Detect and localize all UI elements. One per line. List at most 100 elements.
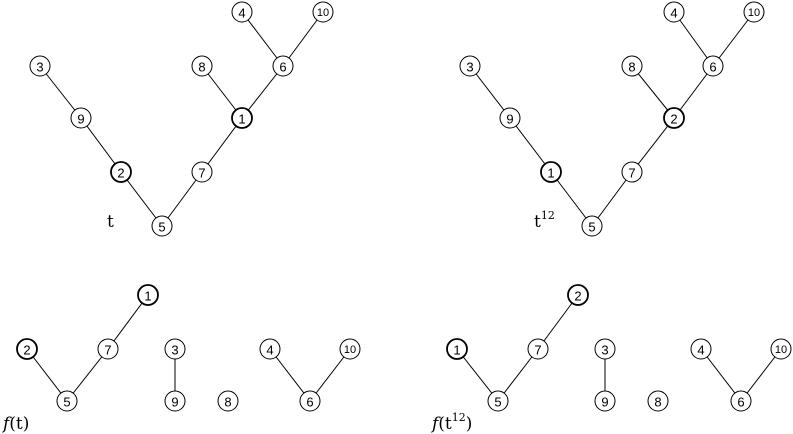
node-label: 6 xyxy=(279,60,286,75)
node-label: 4 xyxy=(238,6,245,21)
node-circle xyxy=(527,338,549,360)
node-circle xyxy=(70,107,92,129)
node-circle xyxy=(663,107,685,129)
edge-t12-6-4 xyxy=(673,11,714,67)
edge-t12-5-7 xyxy=(591,171,633,227)
edge-t12-1-5 xyxy=(550,171,593,227)
node-label: 8 xyxy=(654,395,661,410)
node-ft12-8: 8 xyxy=(647,390,669,412)
node-t-3: 3 xyxy=(29,55,51,77)
node-label: 5 xyxy=(158,220,165,235)
node-circle xyxy=(594,338,616,360)
node-ft-4: 4 xyxy=(259,338,281,360)
node-label: 2 xyxy=(23,343,30,358)
node-ft12-9: 9 xyxy=(594,390,616,412)
node-ft-7: 7 xyxy=(97,338,119,360)
node-label: 1 xyxy=(238,112,245,127)
node-label: 4 xyxy=(697,343,704,358)
node-circle xyxy=(312,1,334,23)
node-label: 10 xyxy=(748,7,760,19)
node-label: 7 xyxy=(628,166,635,181)
edge-t-1-8 xyxy=(201,65,243,119)
node-label: 3 xyxy=(36,60,43,75)
node-t12-5: 5 xyxy=(581,215,603,237)
node-label: 9 xyxy=(77,112,84,127)
node-label: 5 xyxy=(63,395,70,410)
node-ft-6: 6 xyxy=(299,390,321,412)
node-t-5: 5 xyxy=(151,215,173,237)
node-ft12-7: 7 xyxy=(527,338,549,360)
node-circle xyxy=(56,390,78,412)
node-ft-5: 5 xyxy=(56,390,78,412)
node-ft12-1: 1 xyxy=(446,338,468,360)
caption-f-t12: f(t12) xyxy=(430,411,472,434)
node-t12-6: 6 xyxy=(702,55,724,77)
node-circle xyxy=(487,390,509,412)
edge-ft-6-10 xyxy=(309,348,351,402)
node-circle xyxy=(581,215,603,237)
node-label: 6 xyxy=(737,395,744,410)
node-t12-4: 4 xyxy=(663,1,685,23)
node-circle xyxy=(567,284,589,306)
node-circle xyxy=(621,55,643,77)
node-label: 4 xyxy=(266,343,273,358)
node-circle xyxy=(730,390,752,412)
caption-t: t xyxy=(107,212,114,232)
node-circle xyxy=(702,55,724,77)
node-circle xyxy=(663,1,685,23)
node-ft12-6: 6 xyxy=(730,390,752,412)
node-ft-2: 2 xyxy=(16,338,38,360)
node-circle xyxy=(299,390,321,412)
edge-t12-9-1 xyxy=(509,117,552,173)
node-label: 2 xyxy=(670,112,677,127)
node-circle xyxy=(151,215,173,237)
edge-ft-2-5 xyxy=(26,348,68,402)
edge-ft-4-6 xyxy=(269,348,311,402)
node-label: 8 xyxy=(628,60,635,75)
node-t12-8: 8 xyxy=(621,55,643,77)
edge-t12-2-8 xyxy=(631,65,675,119)
edge-t-6-4 xyxy=(241,11,284,67)
node-circle xyxy=(259,338,281,360)
node-circle xyxy=(191,161,213,183)
edge-ft12-5-7 xyxy=(497,348,539,402)
node-label: 8 xyxy=(224,395,231,410)
edge-ft12-7-2 xyxy=(537,294,579,350)
node-circle xyxy=(770,338,792,360)
node-t-4: 4 xyxy=(231,1,253,23)
edge-t-7-1 xyxy=(201,117,243,173)
node-circle xyxy=(97,338,119,360)
edge-ft-7-1 xyxy=(107,294,149,350)
node-ft-3: 3 xyxy=(164,338,186,360)
node-ft-8: 8 xyxy=(217,390,239,412)
edge-t-3-9 xyxy=(39,65,82,119)
edge-t-6-10 xyxy=(282,11,324,67)
caption-f-t: f(t) xyxy=(1,414,29,434)
node-ft12-3: 3 xyxy=(594,338,616,360)
node-label: 6 xyxy=(709,60,716,75)
node-t-10: 10 xyxy=(312,1,334,23)
node-circle xyxy=(29,55,51,77)
edge-t-5-7 xyxy=(161,171,203,227)
edge-t12-6-10 xyxy=(712,11,755,67)
node-ft12-10: 10 xyxy=(770,338,792,360)
edge-t-2-5 xyxy=(120,171,163,227)
node-t12-1: 1 xyxy=(540,161,562,183)
node-circle xyxy=(191,55,213,77)
node-label: 9 xyxy=(506,112,513,127)
edge-ft-5-7 xyxy=(66,348,109,402)
node-circle xyxy=(690,338,712,360)
node-circle xyxy=(540,161,562,183)
node-t12-3: 3 xyxy=(459,55,481,77)
node-label: 7 xyxy=(534,343,541,358)
edge-t-1-6 xyxy=(241,65,284,119)
node-circle xyxy=(743,1,765,23)
node-circle xyxy=(137,284,159,306)
node-label: 8 xyxy=(198,60,205,75)
node-circle xyxy=(459,55,481,77)
node-label: 10 xyxy=(775,344,787,356)
edge-ft12-4-6 xyxy=(700,348,742,402)
